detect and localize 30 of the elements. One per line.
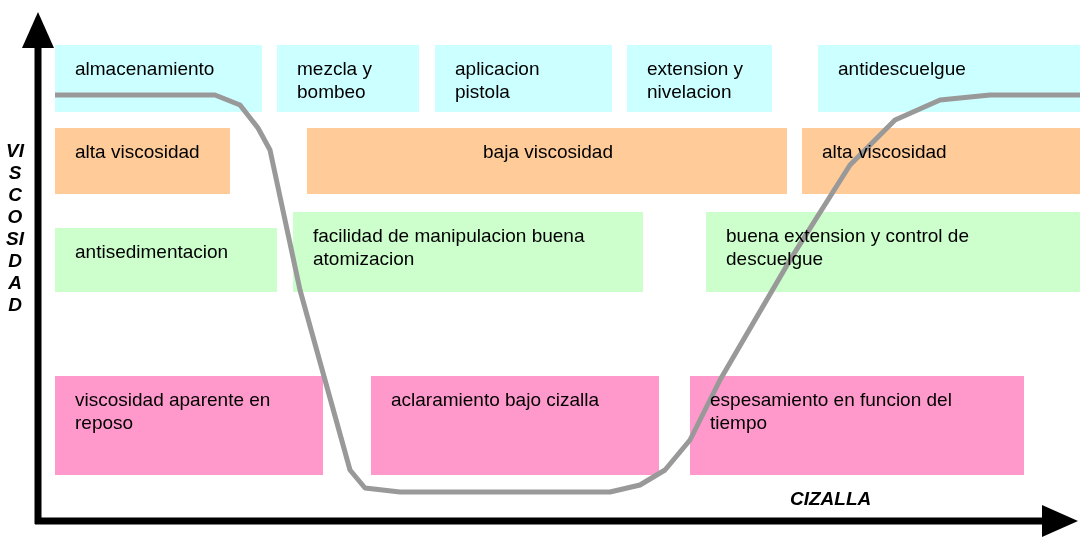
stage-box <box>818 45 1080 112</box>
stage-box <box>277 45 419 112</box>
stage-box <box>55 45 262 112</box>
box-text: antisedimentacion <box>75 241 229 262</box>
behaviour-box <box>690 376 1024 475</box>
x-axis-label: CIZALLA <box>790 488 872 510</box>
stage-box <box>435 45 612 112</box>
stage-box <box>627 45 772 112</box>
box-text: aclaramiento bajo cizalla <box>391 389 600 410</box>
property-box <box>706 212 1080 292</box>
property-box <box>293 212 643 292</box>
behaviour-box <box>55 376 323 475</box>
box-text: espesamiento en funcion del tiempo <box>710 389 952 433</box>
box-text: aplicacion pistola <box>455 58 540 102</box>
box-text: almacenamiento <box>75 58 215 79</box>
property-box <box>55 228 277 292</box>
box-text: antidescuelgue <box>838 58 966 79</box>
behaviour-box <box>371 376 659 475</box>
viscosity-box <box>55 128 230 194</box>
y-axis-label: VISCOSIDAD <box>6 140 24 316</box>
box-text: alta viscosidad <box>75 141 200 162</box>
box-text: facilidad de manipulacion buena atomizacion <box>313 225 585 269</box>
box-text: mezcla y bombeo <box>297 58 372 102</box>
viscosity-box <box>802 128 1080 194</box>
viscosity-box <box>307 128 787 194</box>
box-text: viscosidad aparente en reposo <box>75 389 271 433</box>
box-text: alta viscosidad <box>822 141 947 162</box>
box-text: buena extension y control de descuelgue <box>726 225 969 269</box>
box-text: baja viscosidad <box>483 141 613 162</box>
box-text: extension y nivelacion <box>647 58 744 102</box>
